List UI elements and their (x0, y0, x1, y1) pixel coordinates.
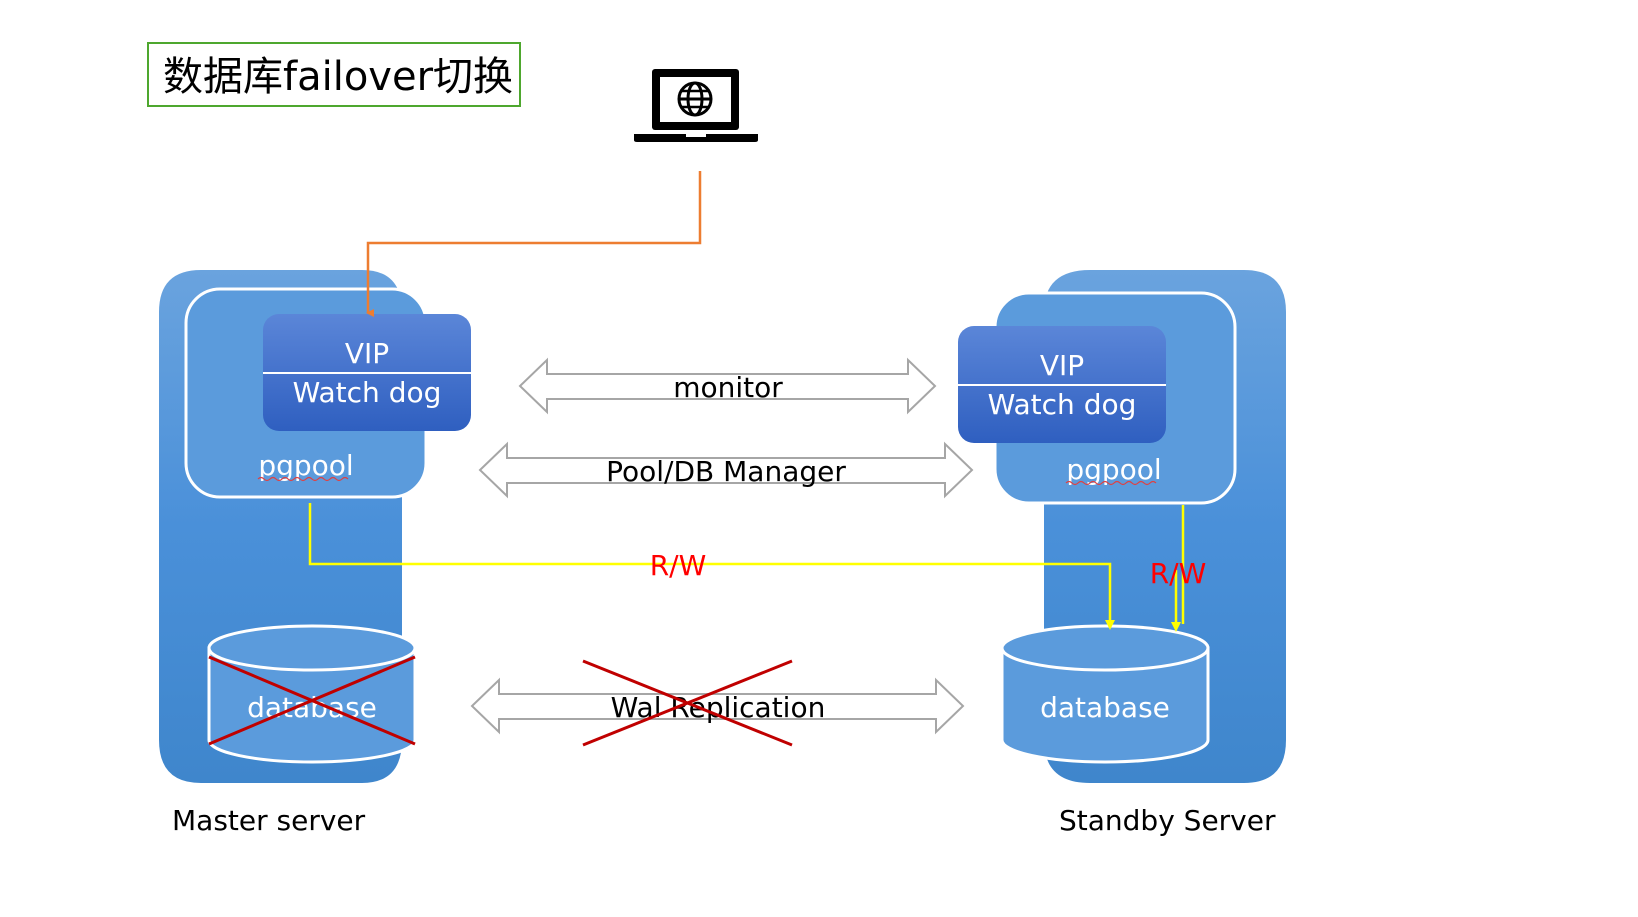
master-vip-label: VIP (345, 337, 389, 370)
wal-replication-arrow: Wal Replication (470, 677, 965, 735)
master-server: VIP Watch dog pgpool database (159, 270, 471, 783)
rw-standby-line (1171, 505, 1185, 632)
diagram-title: 数据库failover切换 (163, 54, 513, 100)
master-database: database (207, 624, 417, 764)
title-box: 数据库failover切换 (147, 42, 521, 107)
standby-server-caption: Standby Server (1059, 804, 1276, 837)
standby-database: database (1000, 624, 1210, 764)
pool-db-manager-arrow: Pool/DB Manager (478, 441, 974, 499)
master-database-failure-cross (208, 655, 416, 746)
standby-watchdog-label: Watch dog (988, 388, 1137, 421)
wal-replication-label: Wal Replication (611, 691, 826, 724)
rw-master-label: R/W (650, 549, 707, 582)
pool-db-manager-label: Pool/DB Manager (606, 455, 846, 488)
monitor-label: monitor (673, 371, 783, 404)
laptop-globe-icon (634, 69, 758, 142)
master-server-caption: Master server (172, 804, 366, 837)
master-watchdog-label: Watch dog (293, 376, 442, 409)
rw-standby-label: R/W (1150, 557, 1207, 590)
standby-server: VIP Watch dog pgpool database (958, 270, 1286, 783)
wal-replication-failure-cross (582, 659, 793, 747)
master-pgpool-label: pgpool (258, 449, 353, 482)
rw-master-line (308, 503, 1115, 630)
standby-database-label: database (1040, 691, 1170, 724)
client-connection-line (366, 171, 702, 317)
standby-pgpool-label: pgpool (1066, 453, 1161, 486)
monitor-arrow: monitor (518, 357, 937, 415)
standby-vip-label: VIP (1040, 349, 1084, 382)
